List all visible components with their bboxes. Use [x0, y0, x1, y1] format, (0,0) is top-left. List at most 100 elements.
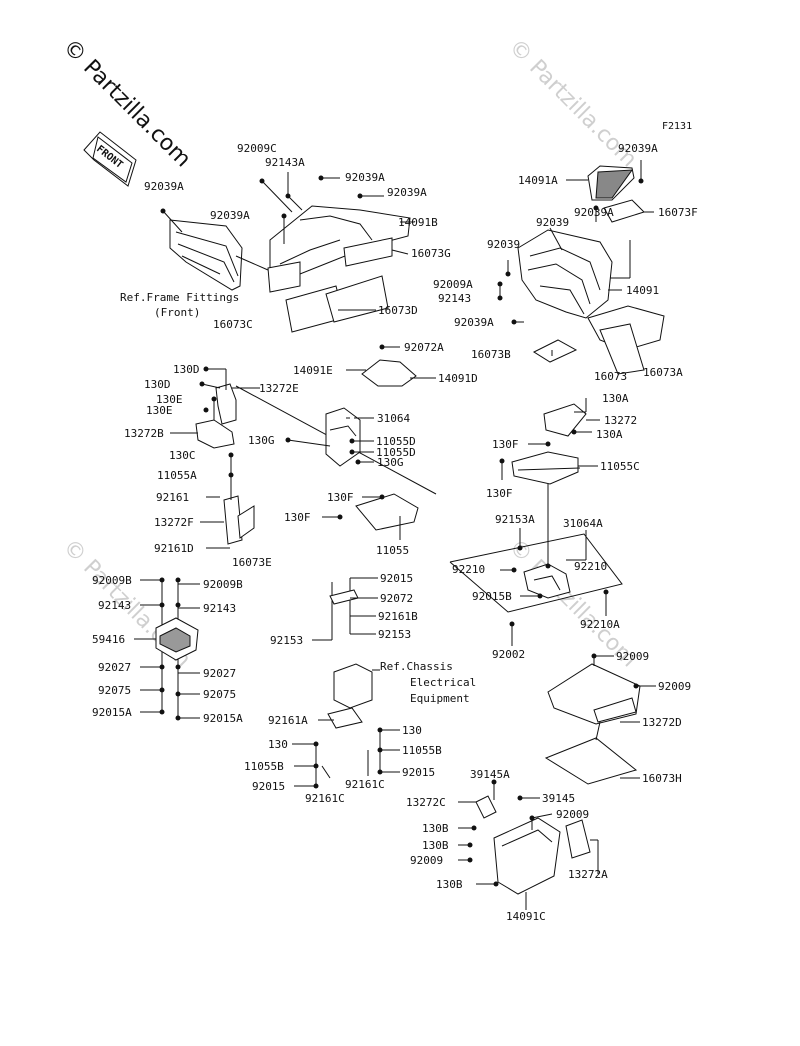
front-arrow-icon: FRONT: [83, 131, 137, 187]
label-130A: 130A: [596, 428, 623, 441]
label-14091E: 14091E: [293, 364, 333, 377]
label-92210: 92210: [574, 560, 607, 573]
label-ref-equipment: Equipment: [410, 692, 470, 705]
label-92009: 92009: [410, 854, 443, 867]
label-13272: 13272: [604, 414, 637, 427]
label-92015A: 92015A: [203, 712, 243, 725]
label-92039A: 92039A: [454, 316, 494, 329]
label-13272A: 13272A: [568, 868, 608, 881]
label-92009: 92009: [658, 680, 691, 693]
label-130E: 130E: [146, 404, 173, 417]
label-13272F: 13272F: [154, 516, 194, 529]
label-92039A: 92039A: [574, 206, 614, 219]
label-92210: 92210: [452, 563, 485, 576]
mount-bracket-group: [449, 528, 623, 646]
label-39145: 39145: [542, 792, 575, 805]
label-130: 130: [402, 724, 422, 737]
label-130F: 130F: [492, 438, 519, 451]
label-14091A: 14091A: [518, 174, 558, 187]
label-11055B: 11055B: [402, 744, 442, 757]
label-16073H: 16073H: [642, 772, 682, 785]
label-11055B: 11055B: [244, 760, 284, 773]
label-130E: 130E: [156, 393, 183, 406]
label-14091: 14091: [626, 284, 659, 297]
label-16073G: 16073G: [411, 247, 451, 260]
label-130C: 130C: [169, 449, 196, 462]
label-92143: 92143: [203, 602, 236, 615]
label-92161C: 92161C: [345, 778, 385, 791]
label-92015: 92015: [380, 572, 413, 585]
lower-panel-group: [544, 653, 656, 785]
label-130B: 130B: [422, 839, 449, 852]
label-ref-chassis: Ref.Chassis: [380, 660, 453, 673]
label-92161: 92161: [156, 491, 189, 504]
label-92039A: 92039A: [144, 180, 184, 193]
label-130G: 130G: [248, 434, 275, 447]
label-92143A: 92143A: [265, 156, 305, 169]
label-130F: 130F: [327, 491, 354, 504]
skid-plate-group: [458, 779, 599, 910]
label-14091B: 14091B: [398, 216, 438, 229]
label-92039A: 92039A: [345, 171, 385, 184]
label-ref-electrical: Electrical: [410, 676, 476, 689]
label-92015: 92015: [402, 766, 435, 779]
label-92027: 92027: [98, 661, 131, 674]
label-92009B: 92009B: [203, 578, 243, 591]
label-13272C: 13272C: [406, 796, 446, 809]
label-92161B: 92161B: [378, 610, 418, 623]
label-92015A: 92015A: [92, 706, 132, 719]
small-cover-group: [346, 344, 436, 387]
label-92009B: 92009B: [92, 574, 132, 587]
watermark-top-left: © Partzilla.com: [58, 35, 196, 173]
label-ref-frame-front: (Front): [154, 306, 200, 319]
label-92072A: 92072A: [404, 341, 444, 354]
label-92075: 92075: [203, 688, 236, 701]
label-92161C: 92161C: [305, 792, 345, 805]
left-bracket-group: [170, 366, 437, 549]
label-92009A: 92009A: [433, 278, 473, 291]
label-14091C: 14091C: [506, 910, 546, 923]
label-92153A: 92153A: [495, 513, 535, 526]
label-92153: 92153: [378, 628, 411, 641]
label-92039: 92039: [536, 216, 569, 229]
label-39145A: 39145A: [470, 768, 510, 781]
label-92072: 92072: [380, 592, 413, 605]
label-130A: 130A: [602, 392, 629, 405]
label-92015B: 92015B: [472, 590, 512, 603]
left-front-cover-group: [160, 172, 414, 333]
label-16073B: 16073B: [471, 348, 511, 361]
label-92039A: 92039A: [387, 186, 427, 199]
label-130D: 130D: [144, 378, 171, 391]
label-16073A: 16073A: [643, 366, 683, 379]
label-130D: 130D: [173, 363, 200, 376]
label-92039A: 92039A: [618, 142, 658, 155]
label-11055: 11055: [376, 544, 409, 557]
label-130: 130: [268, 738, 288, 751]
label-92009C: 92009C: [237, 142, 277, 155]
right-bracket-group: [499, 398, 600, 566]
label-92009: 92009: [556, 808, 589, 821]
battery-box-group: [134, 577, 200, 721]
label-16073: 16073: [594, 370, 627, 383]
small-hardware-group: [292, 727, 400, 789]
label-11055D: 11055D: [376, 446, 416, 459]
label-16073F: 16073F: [658, 206, 698, 219]
label-92039A: 92039A: [210, 209, 250, 222]
label-11055A: 11055A: [157, 469, 197, 482]
right-front-cover-group: [497, 160, 665, 375]
label-16073D: 16073D: [378, 304, 418, 317]
battery-strap-group: [312, 577, 380, 729]
label-130F: 130F: [284, 511, 311, 524]
label-92015: 92015: [252, 780, 285, 793]
label-13272B: 13272B: [124, 427, 164, 440]
label-92161A: 92161A: [268, 714, 308, 727]
label-16073E: 16073E: [232, 556, 272, 569]
figure-code: F2131: [662, 121, 692, 132]
label-92009: 92009: [616, 650, 649, 663]
label-13272D: 13272D: [642, 716, 682, 729]
label-31064: 31064: [377, 412, 410, 425]
label-92039: 92039: [487, 238, 520, 251]
label-130B: 130B: [436, 878, 463, 891]
label-92153: 92153: [270, 634, 303, 647]
